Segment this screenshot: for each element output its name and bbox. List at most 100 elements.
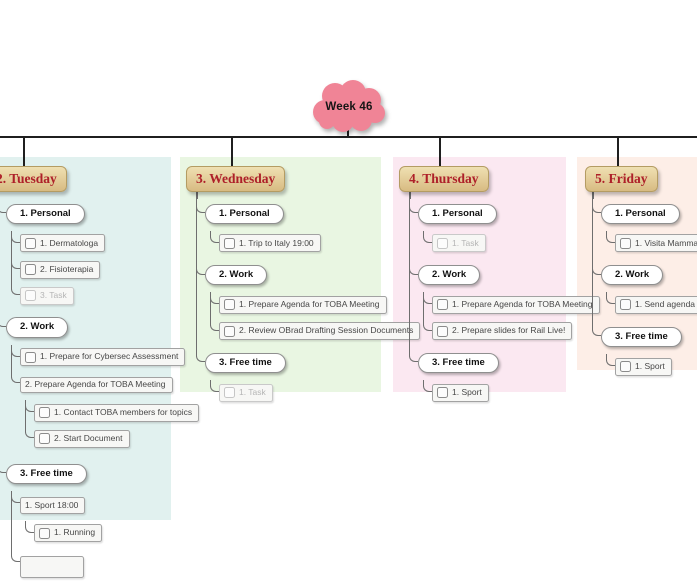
task-checkbox[interactable] (620, 361, 631, 372)
task-label: 1. Dermatologa (40, 237, 99, 248)
category-node[interactable]: 1. Personal (6, 203, 85, 224)
category-node[interactable]: 2. Work (601, 265, 664, 286)
task-checkbox[interactable] (437, 325, 448, 337)
task-checkbox[interactable] (224, 325, 235, 337)
task-node[interactable]: 2. Start Document (34, 429, 130, 448)
task-node[interactable]: 1. Prepare Agenda for TOBA Meeting (432, 295, 600, 314)
task-label: 1. Prepare Agenda for TOBA Meeting (452, 299, 593, 310)
task-label: 1. Send agenda TOBA (635, 299, 697, 310)
central-topic-label: Week 46 (325, 101, 373, 113)
task-checkbox[interactable] (437, 237, 448, 249)
task-node[interactable]: 2. Prepare slides for Rail Live! (432, 322, 573, 341)
task-list: 1. Trip to Italy 19:00 (210, 230, 420, 257)
task-label: 1. Running (54, 527, 96, 538)
day-topic[interactable]: 2. Tuesday (0, 166, 67, 192)
day-topic[interactable]: 5. Friday (585, 166, 658, 192)
tree-trunk-line (196, 188, 198, 199)
task-node[interactable]: 1. Send agenda TOBA (615, 295, 697, 314)
task-label: 2. Start Document (54, 433, 123, 444)
task-checkbox[interactable] (620, 299, 631, 311)
task-node[interactable]: 1. Dermatologa (20, 234, 106, 253)
category-tree: 1. Personal 1. Trip to Italy 19:00 2. Work… (196, 199, 421, 410)
task-node[interactable]: 2. Prepare Agenda for TOBA Meeting (20, 376, 173, 394)
task-checkbox[interactable] (224, 387, 235, 399)
task-node[interactable]: 1. Task (219, 383, 273, 402)
tree-trunk-line (592, 188, 594, 199)
root-stem-line (347, 127, 349, 137)
tree-trunk-line (409, 188, 411, 199)
day-topic[interactable]: 4. Thursday (399, 166, 489, 192)
category-tree: 1. Personal 1. Visita Mamma 2. Work 1. Send… (592, 199, 697, 384)
task-label: 2. Prepare slides for Rail Live! (452, 325, 566, 336)
category-tree: 1. Personal 1. Dermatologa 2. Fisioterapia… (0, 199, 200, 585)
task-checkbox[interactable] (437, 299, 448, 311)
task-node[interactable]: 1. Prepare for Cybersec Assessment (20, 348, 186, 367)
category-node[interactable]: 2. Work (418, 265, 481, 286)
central-topic-cloud[interactable]: Week 46 (309, 80, 389, 134)
cloud-shape-icon (313, 80, 385, 132)
task-label: 1. Prepare Agenda for TOBA Meeting (239, 299, 380, 310)
task-label: 1. Contact TOBA members for topics (54, 406, 193, 417)
task-checkbox[interactable] (620, 237, 631, 249)
task-list: 1. Prepare Agenda for TOBA Meeting 2. Rev… (210, 292, 421, 344)
task-node[interactable]: 1. Visita Mamma (615, 234, 697, 253)
task-checkbox[interactable] (39, 433, 50, 445)
task-node[interactable]: 3. Task (20, 286, 74, 305)
task-node[interactable]: 2. Fisioterapia (20, 260, 101, 279)
category-node[interactable]: 3. Free time (6, 463, 87, 485)
task-checkbox[interactable] (25, 290, 36, 302)
task-checkbox[interactable] (25, 264, 36, 276)
branch-connector-line (231, 137, 233, 167)
task-checkbox[interactable] (224, 237, 235, 249)
task-node[interactable]: 1. Trip to Italy 19:00 (219, 234, 321, 253)
category-node[interactable]: 3. Free time (601, 326, 682, 347)
task-node[interactable] (20, 555, 84, 578)
task-node[interactable]: 1. Sport (432, 383, 489, 402)
task-label: 1. Task (239, 386, 266, 397)
category-tree: 1. Personal 1. Task 2. Work 1. Prepare Agen… (409, 199, 600, 410)
task-node[interactable]: 1. Sport 18:00 (20, 497, 86, 514)
category-node[interactable]: 1. Personal (418, 203, 497, 224)
task-label: 1. Task (452, 237, 479, 248)
task-label: 3. Task (40, 289, 67, 300)
branch-connector-line (617, 137, 619, 167)
task-list: 1. Send agenda TOBA (606, 292, 697, 318)
task-list: 1. Dermatologa 2. Fisioterapia 3. Task (11, 230, 199, 309)
task-list: 1. Sport (423, 380, 600, 406)
category-node[interactable]: 2. Work (6, 317, 69, 338)
task-list: 1. Prepare Agenda for TOBA Meeting 2. Pre… (423, 292, 600, 344)
category-node[interactable]: 1. Personal (205, 203, 284, 224)
subtask-list: 1. Running (25, 520, 199, 547)
task-checkbox[interactable] (224, 299, 235, 311)
day-topic[interactable]: 3. Wednesday (186, 166, 286, 192)
task-checkbox[interactable] (437, 387, 448, 399)
task-checkbox[interactable] (25, 351, 36, 363)
category-node[interactable]: 3. Free time (418, 352, 499, 374)
task-label: 1. Prepare for Cybersec Assessment (40, 351, 179, 362)
task-list: 1. Prepare for Cybersec Assessment 2. Pre… (11, 344, 200, 456)
task-node[interactable]: 1. Running (34, 524, 103, 543)
task-node[interactable]: 1. Task (432, 234, 486, 253)
branch-connector-line (23, 137, 25, 167)
task-list: 1. Sport (606, 354, 697, 380)
task-checkbox[interactable] (39, 407, 50, 419)
branch-connector-line (439, 137, 441, 167)
task-list: 1. Visita Mamma (606, 230, 697, 257)
task-label: 1. Visita Mamma (635, 237, 697, 248)
task-node[interactable]: 1. Contact TOBA members for topics (34, 403, 200, 422)
task-list: 1. Task (423, 230, 600, 257)
task-node[interactable]: 1. Prepare Agenda for TOBA Meeting (219, 295, 387, 314)
task-label: 1. Sport (452, 386, 482, 397)
task-label: 1. Sport 18:00 (25, 499, 79, 510)
task-node[interactable]: 1. Sport (615, 357, 672, 376)
category-node[interactable]: 3. Free time (205, 352, 286, 374)
task-checkbox[interactable] (39, 527, 50, 539)
task-label: 2. Prepare Agenda for TOBA Meeting (25, 379, 166, 390)
task-checkbox[interactable] (25, 237, 36, 249)
task-label: 1. Trip to Italy 19:00 (239, 237, 314, 248)
task-label: 2. Review OBrad Drafting Session Documen… (239, 325, 414, 336)
category-node[interactable]: 2. Work (205, 265, 268, 286)
category-node[interactable]: 1. Personal (601, 203, 680, 224)
task-label: 2. Fisioterapia (40, 263, 94, 274)
task-node[interactable]: 2. Review OBrad Drafting Session Documen… (219, 322, 421, 341)
